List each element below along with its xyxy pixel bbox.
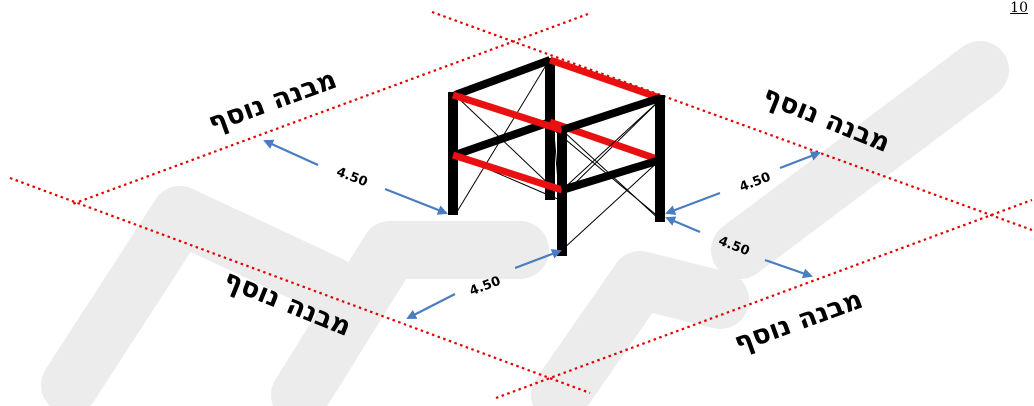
building-label-left: מבנה נוסף [204,64,341,139]
arrow-left-b [384,187,448,215]
beam-front-lower [451,151,564,194]
beam-side-upper [560,94,662,134]
arrow-front-a [514,249,562,270]
building-label-bottom-right: מבנה נוסף [730,284,867,359]
boundary-line-bottom-right [495,198,1033,400]
boundary-line-left [9,176,591,395]
arrow-right-lower-a [665,216,701,234]
beam-back-upper [453,56,552,99]
arrow-right-upper-a [665,191,721,215]
beam-front-upper [451,91,564,134]
beam-back-right-upper [548,56,662,102]
watermark-logo [41,41,1009,406]
dimension-arrows [263,139,821,319]
arrow-right-upper-b [779,151,821,170]
dimension-label-right-upper: 4.50 [738,170,773,195]
frame-front [448,91,665,256]
boundary-line-top-left [69,12,589,207]
dimension-label-left: 4.50 [334,165,369,190]
page-number: 10 [1010,0,1028,16]
arrow-front-b [406,293,456,319]
arrow-left-a [263,139,319,167]
boundary-lines [9,10,1033,400]
arrow-right-lower-b [764,258,813,279]
beam-back-lower [453,118,552,159]
boundary-line-top-right [431,10,1033,232]
